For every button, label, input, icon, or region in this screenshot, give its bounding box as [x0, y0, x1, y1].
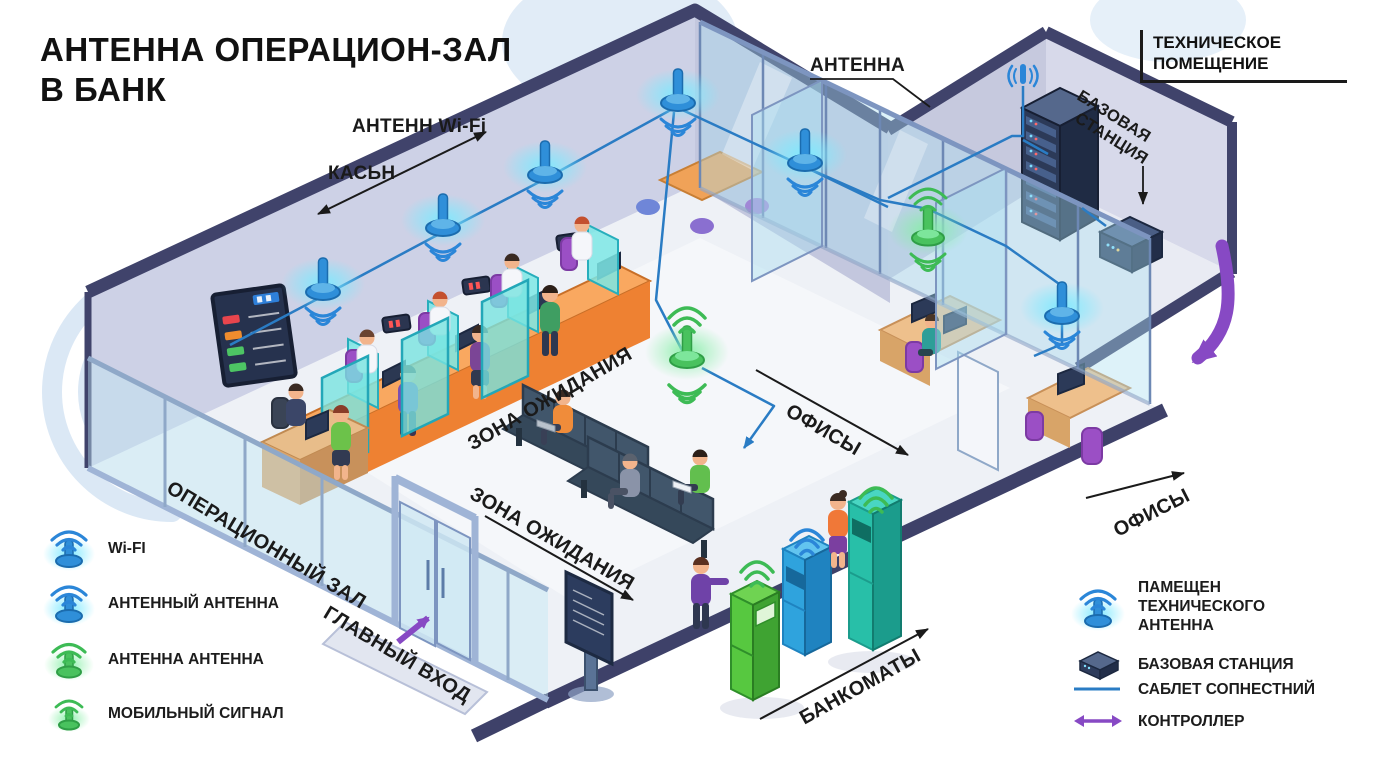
manager-desk	[259, 383, 371, 505]
legend-item-base-station: БАЗОВАЯ СТАНЦИЯ	[1070, 645, 1294, 683]
legend-label: Wi-FI	[108, 539, 146, 557]
ceiling-antenna-blue	[281, 257, 365, 326]
double-arrow-icon	[1074, 715, 1122, 727]
waiting-benches	[501, 382, 715, 558]
ceiling-antenna-blue	[636, 68, 720, 137]
legend-item-tech-antenna: ПАМЕЩЕН ТЕХНИЧЕСКОГО АНТЕННА	[1070, 578, 1343, 635]
legend-item-cable: САБЛЕТ СОПНЕСТНИЙ	[1070, 679, 1315, 699]
wifi-antennas	[281, 64, 1104, 405]
wifi-antenna-green-icon	[44, 642, 94, 681]
entrance-front	[86, 355, 550, 716]
wifi-antenna-green-small-icon	[48, 699, 90, 732]
label-cashdesk: КАСЬН	[328, 163, 396, 184]
legend-label: АНТЕННЫЙ АНТЕННА	[108, 594, 279, 612]
legend-label: БАЗОВАЯ СТАНЦИЯ	[1138, 655, 1294, 673]
technical-room-line1: ТЕХНИЧЕСКОЕ	[1153, 33, 1282, 52]
techroom-antenna-icon	[1007, 64, 1039, 88]
floor-antenna-green	[645, 306, 729, 405]
callout-lines	[317, 78, 1185, 720]
base-station-box-icon	[1078, 651, 1120, 681]
legend-item-wifi: Wi-FI	[42, 524, 146, 572]
technical-room-line2: ПОМЕЩЕНИЕ	[1153, 54, 1269, 73]
legend-label: ПАМЕЩЕН ТЕХНИЧЕСКОГО АНТЕННА	[1138, 579, 1266, 634]
legend-label: САБЛЕТ СОПНЕСТНИЙ	[1138, 680, 1316, 698]
wifi-antenna-blue-icon	[43, 530, 95, 571]
cable-line-icon	[1074, 687, 1120, 691]
queue-display-board	[210, 283, 298, 388]
legend-label: КОНТРОЛЛЕР	[1138, 712, 1245, 730]
people-waiting	[536, 389, 710, 509]
page-title: АНТЕННА ОПЕРАЦИОН-ЗАЛ В БАНК	[40, 30, 512, 110]
legend-item-mobile-signal: МОБИЛЬНЫЙ СИГНАЛ	[42, 693, 284, 733]
label-wifi-antennas: АНТЕНН Wi-Fi	[352, 116, 487, 137]
ceiling-antenna-blue	[503, 140, 587, 209]
page-title-line2: В БАНК	[40, 71, 167, 108]
legend-item-antenna-green: АНТЕННА АНТЕННА	[42, 636, 264, 682]
legend-label: АНТЕННА АНТЕННА	[108, 650, 264, 668]
signal-waves-atm	[739, 486, 894, 588]
wall-antenna-blue	[1020, 281, 1104, 350]
ceiling-antenna-green	[888, 187, 968, 272]
legend-item-controller: КОНТРОЛЛЕР	[1070, 711, 1244, 731]
people-atm	[691, 490, 848, 629]
atm-machines	[720, 486, 916, 719]
info-kiosk	[564, 569, 614, 702]
wifi-antenna-blue-icon	[1071, 588, 1125, 631]
legend-label: МОБИЛЬНЫЙ СИГНАЛ	[108, 704, 284, 722]
label-technical-room: ТЕХНИЧЕСКОЕ ПОМЕЩЕНИЕ	[1140, 30, 1347, 83]
office-furniture	[636, 150, 1133, 472]
label-antenna: АНТЕННА	[810, 55, 905, 76]
controller-arrow	[1191, 239, 1235, 365]
legend-item-antenna-blue: АНТЕННЫЙ АНТЕННА	[42, 579, 279, 627]
ceiling-antenna-blue	[763, 128, 847, 197]
wifi-antenna-blue-icon	[43, 585, 95, 626]
page-title-line1: АНТЕННА ОПЕРАЦИОН-ЗАЛ	[40, 31, 512, 68]
base-station-device	[1097, 215, 1165, 274]
